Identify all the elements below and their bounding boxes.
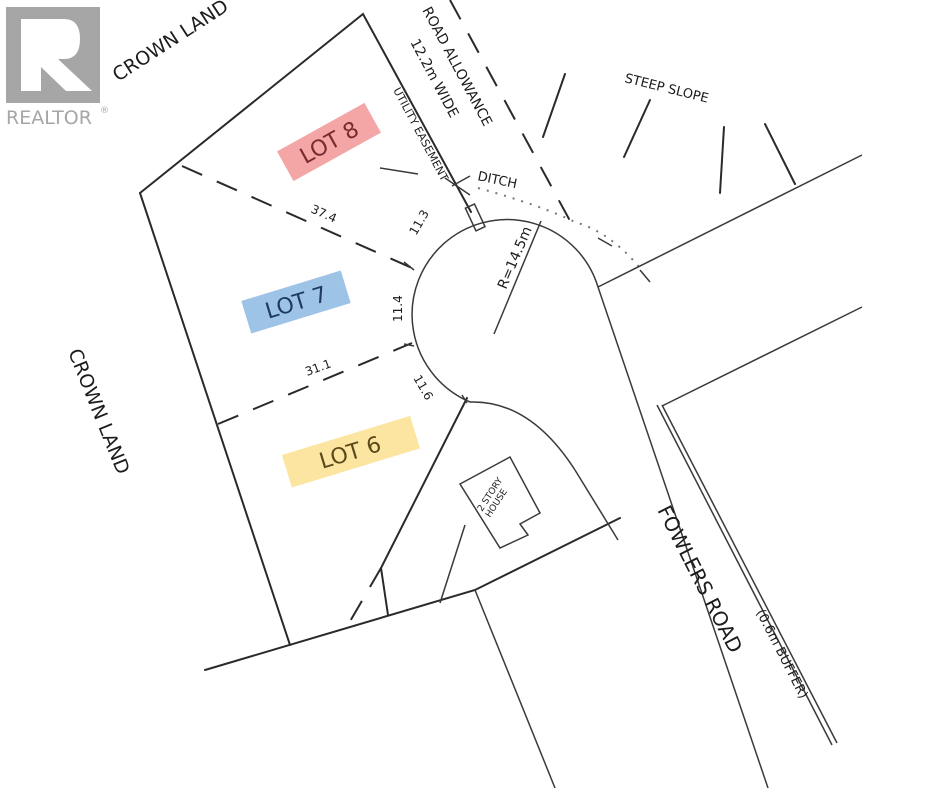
lot6-dashed-corner	[344, 567, 382, 631]
slope-mark-2	[623, 99, 651, 158]
utility-box	[464, 203, 487, 232]
radius-line	[493, 220, 542, 335]
realtor-logo: REALTOR ®	[6, 7, 111, 133]
crown-land-left-label: CROWN LAND	[63, 346, 133, 478]
house-lot-line	[439, 524, 466, 604]
lot8-highlight	[277, 102, 381, 182]
cul-de-sac-bulb	[411, 218, 599, 471]
lot7-depth-dimension: 31.1	[303, 357, 333, 379]
slope-mark-3	[719, 126, 725, 194]
easement-marker	[444, 175, 471, 196]
crown-land-top-label: CROWN LAND	[109, 0, 233, 86]
buffer-line-2	[661, 404, 838, 744]
cul-de-sac-south-edge	[574, 469, 619, 541]
lot8-label: LOT 8	[277, 102, 381, 182]
ditch-label: DITCH	[476, 169, 518, 192]
south-parcel-line	[474, 589, 556, 788]
realtor-wordmark: REALTOR	[6, 107, 92, 129]
buffer-label: (0.6m BUFFER)	[752, 607, 810, 701]
lot8-lot7-divider	[181, 165, 413, 269]
lot7-label: LOT 7	[241, 270, 351, 334]
buffer-line-1	[656, 404, 833, 746]
lot8-rear-boundary	[139, 12, 472, 213]
lot8-frontage-dimension: 11.3	[406, 207, 431, 237]
lot6-highlight	[281, 415, 420, 488]
slope-mark-1	[542, 73, 566, 138]
north-parcel-line	[597, 154, 863, 288]
easement-tick	[379, 167, 419, 175]
house-footprint	[458, 455, 542, 549]
road-allowance-edge	[449, 0, 576, 231]
steep-slope-label: STEEP SLOPE	[623, 71, 710, 106]
lot7-frontage-dimension: 11.4	[391, 295, 405, 322]
south-boundary	[204, 517, 621, 671]
lot7-highlight	[241, 270, 351, 334]
slope-mark-4	[764, 123, 796, 185]
lot7-lot6-divider	[217, 342, 413, 425]
frontage-ticks	[403, 261, 468, 404]
fowlers-road-west-edge	[597, 286, 769, 788]
ditch-line	[477, 187, 641, 269]
mid-parcel-line	[661, 306, 863, 407]
lot6-label: LOT 6	[281, 415, 420, 488]
west-boundary	[139, 192, 291, 646]
lot6-frontage-dimension: 11.6	[410, 373, 435, 403]
fowlers-road-label: FOWLERS ROAD	[653, 501, 748, 656]
registered-mark: ®	[100, 106, 109, 116]
lot8-depth-dimension: 37.4	[309, 202, 339, 226]
ditch-ticks	[597, 237, 651, 283]
